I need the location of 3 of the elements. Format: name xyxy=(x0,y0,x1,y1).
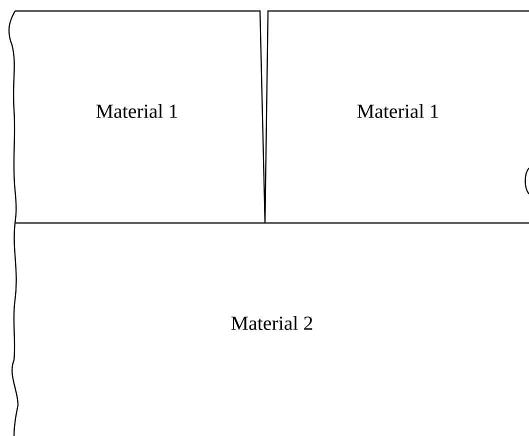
material-label: Material 1 xyxy=(96,104,178,118)
material-label: Material 2 xyxy=(231,316,312,330)
material-label: Material 1 xyxy=(357,104,438,118)
